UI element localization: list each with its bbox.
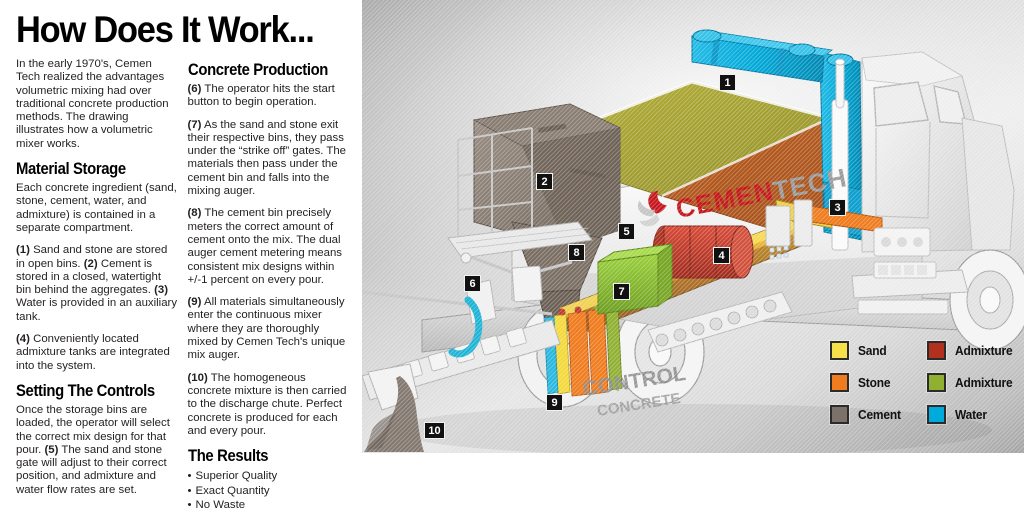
callout-text-3: Water is provided in an auxiliary tank. bbox=[16, 297, 178, 323]
callout-ref-7: (7) bbox=[187, 118, 202, 131]
callout-ref-3: (3) bbox=[154, 284, 168, 297]
material-storage-paragraph-1: Each concrete ingredient (sand, stone, c… bbox=[16, 182, 177, 234]
legend-label: Cement bbox=[858, 406, 901, 422]
callout-badge-8: 8 bbox=[568, 244, 585, 261]
legend-item-sand-0: Sand bbox=[830, 340, 927, 360]
callout-ref-4: (4) bbox=[16, 333, 30, 346]
legend-label: Stone bbox=[858, 374, 891, 390]
legend-swatch-icon bbox=[830, 340, 849, 360]
callout-text-9: All materials simultaneously enter the c… bbox=[187, 296, 346, 362]
legend-label: Sand bbox=[858, 342, 887, 358]
production-paragraph-7: (7) As the sand and stone exit their res… bbox=[188, 119, 352, 199]
callout-badge-10: 10 bbox=[424, 422, 445, 439]
callout-badge-1: 1 bbox=[719, 74, 736, 91]
production-paragraph-9: (9) All materials simultaneously enter t… bbox=[188, 296, 352, 362]
heading-concrete-production: Concrete Production bbox=[187, 61, 328, 79]
callout-badge-9: 9 bbox=[546, 394, 563, 411]
controls-paragraph: Once the storage bins are loaded, the op… bbox=[16, 404, 178, 497]
legend-item-stone-2: Stone bbox=[830, 372, 927, 392]
result-item: Exact Quantity bbox=[188, 484, 352, 498]
text-panel: How Does It Work... In the early 1970's,… bbox=[0, 0, 362, 511]
callout-badge-4: 4 bbox=[713, 247, 730, 264]
infographic-page: How Does It Work... In the early 1970's,… bbox=[0, 0, 1024, 453]
cementech-logo-mark bbox=[648, 190, 667, 214]
heading-the-results: The Results bbox=[187, 447, 269, 466]
callout-ref-10: (10) bbox=[187, 371, 208, 384]
legend-label: Admixture bbox=[955, 342, 1013, 358]
callout-text-10: The homogeneous concrete mixture is then… bbox=[187, 371, 347, 437]
legend-swatch-icon bbox=[927, 340, 946, 360]
production-paragraph-10: (10) The homogeneous concrete mixture is… bbox=[188, 372, 352, 438]
legend-swatch-icon bbox=[927, 372, 946, 392]
production-paragraph-8: (8) The cement bin precisely meters the … bbox=[188, 207, 352, 287]
material-storage-paragraph-2: (1) Sand and stone are stored in open bi… bbox=[16, 244, 178, 324]
legend-swatch-icon bbox=[830, 404, 849, 424]
callout-ref-6: (6) bbox=[187, 83, 202, 95]
legend-item-admixture-3: Admixture bbox=[927, 372, 1024, 392]
callout-text-7: As the sand and stone exit their respect… bbox=[187, 118, 347, 198]
legend-swatch-icon bbox=[830, 372, 849, 392]
result-item: No Waste bbox=[188, 498, 352, 512]
text-column-right: Concrete Production (6) The operator hit… bbox=[188, 58, 352, 512]
text-columns: In the early 1970's, Cemen Tech realized… bbox=[16, 58, 352, 512]
callout-text-6: The operator hits the start button to be… bbox=[187, 83, 335, 109]
callout-text-4: Conveniently located admixture tanks are… bbox=[16, 333, 170, 372]
callout-badge-6: 6 bbox=[464, 275, 481, 292]
callout-text-1: Sand and stone are stored in open bins. bbox=[16, 244, 168, 270]
callout-badge-3: 3 bbox=[829, 199, 846, 216]
callout-ref-8: (8) bbox=[187, 207, 202, 220]
legend-label: Water bbox=[955, 406, 987, 422]
legend-label: Admixture bbox=[955, 374, 1013, 390]
callout-badge-5: 5 bbox=[618, 223, 635, 240]
heading-setting-the-controls: Setting The Controls bbox=[16, 381, 155, 400]
callout-ref-5: (5) bbox=[44, 443, 59, 456]
results-list: Superior QualityExact QuantityNo Waste bbox=[188, 469, 352, 512]
page-title: How Does It Work... bbox=[16, 9, 315, 50]
material-storage-paragraph-3: (4) Conveniently located admixture tanks… bbox=[16, 333, 178, 373]
heading-material-storage: Material Storage bbox=[16, 160, 126, 179]
truck-drawing: CEMEN TECH CONTROL CONCRETE bbox=[362, 29, 1024, 453]
legend-item-water-5: Water bbox=[927, 404, 1024, 424]
production-paragraph-6: (6) The operator hits the start button t… bbox=[188, 83, 352, 110]
callout-badge-7: 7 bbox=[613, 283, 630, 300]
text-column-left: In the early 1970's, Cemen Tech realized… bbox=[16, 58, 178, 512]
callout-ref-1: (1) bbox=[16, 244, 30, 257]
legend-item-admixture-1: Admixture bbox=[927, 340, 1024, 360]
callout-badge-2: 2 bbox=[536, 173, 553, 190]
controls-text-a: Once the storage bins are loaded, the op… bbox=[16, 403, 170, 456]
result-item: Superior Quality bbox=[188, 469, 352, 483]
callout-ref-2: (2) bbox=[83, 257, 98, 270]
legend-swatch-icon bbox=[927, 404, 946, 424]
intro-paragraph: In the early 1970's, Cemen Tech realized… bbox=[16, 58, 169, 150]
callout-text-8: The cement bin precisely meters the corr… bbox=[187, 207, 343, 286]
callout-ref-9: (9) bbox=[187, 296, 202, 309]
legend-item-cement-4: Cement bbox=[830, 404, 927, 424]
callout-text-2: Cement is stored in a closed, watertight… bbox=[16, 257, 161, 297]
